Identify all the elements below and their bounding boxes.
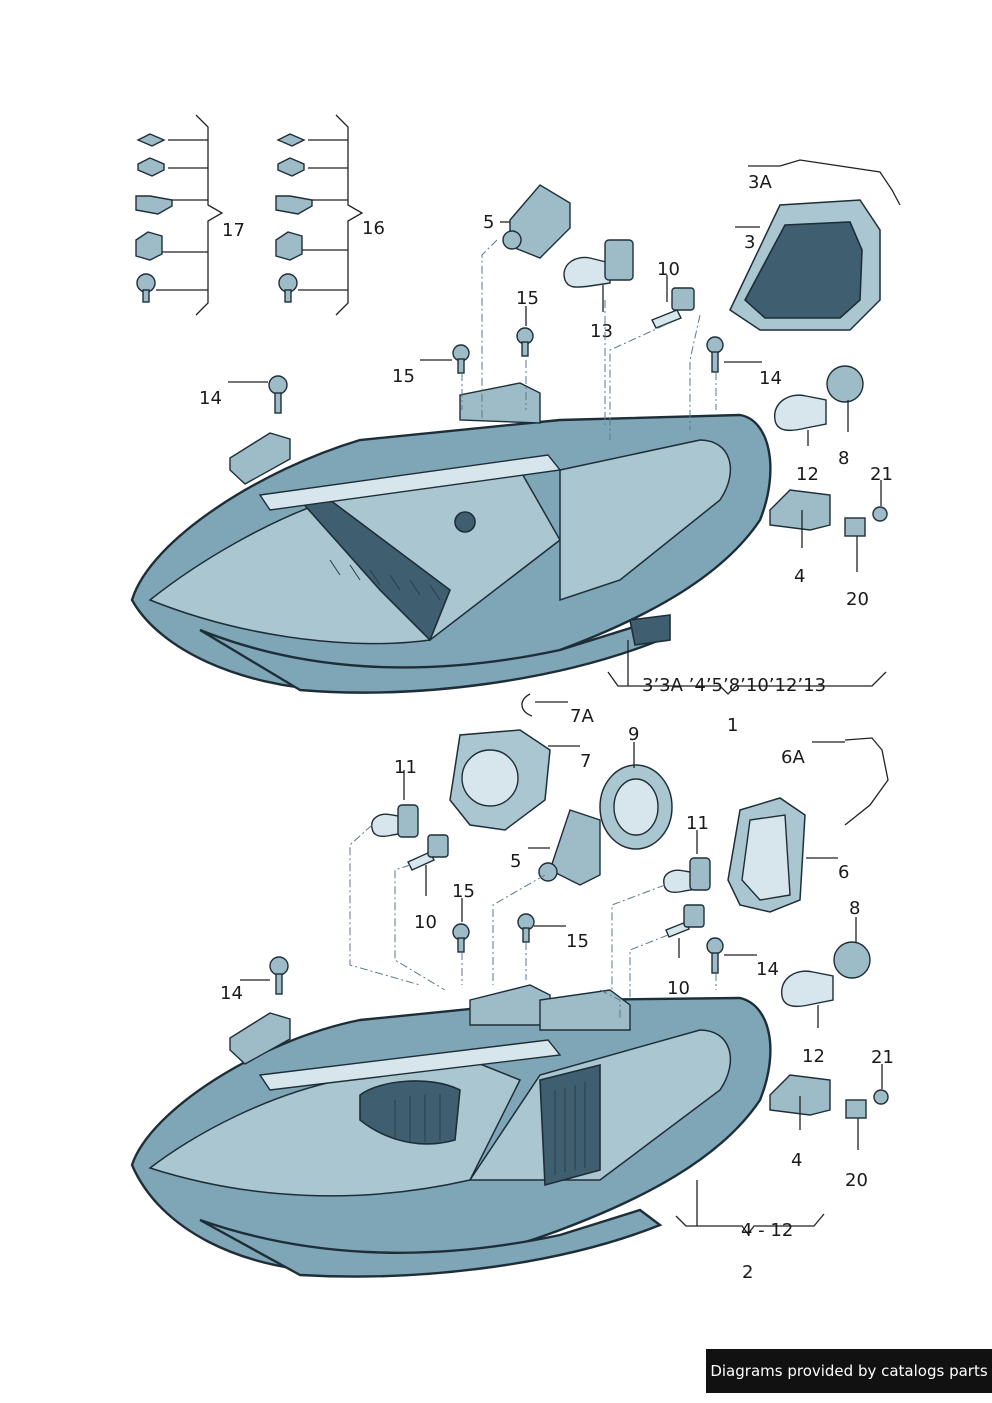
bottom-part-6a-clip[interactable]	[844, 737, 889, 826]
callout-top-12: 12	[796, 464, 819, 485]
callout-2: 2	[742, 1262, 753, 1283]
top-part-14-screw-a[interactable]	[268, 375, 288, 414]
callout-top-5: 5	[483, 212, 494, 233]
fastener-kit-17[interactable]	[135, 114, 224, 316]
callout-assembly1-list: 3’3A ’4’5’8’10’12’13	[642, 675, 826, 696]
top-part-8-bulb-holder[interactable]	[774, 365, 864, 432]
bottom-part-21-screw[interactable]	[873, 1089, 889, 1105]
callout-bot-4: 4	[791, 1150, 802, 1171]
callout-assembly2-list: 4 - 12	[741, 1220, 793, 1241]
callout-top-15b: 15	[392, 366, 415, 387]
bottom-part-9-ring[interactable]	[599, 764, 673, 850]
bottom-part-11-bulb-a[interactable]	[371, 804, 419, 838]
callout-top-4: 4	[794, 566, 805, 587]
top-part-21-screw[interactable]	[872, 506, 888, 522]
callout-bot-7a: 7A	[570, 706, 594, 727]
top-part-3-housing[interactable]	[729, 199, 881, 331]
fastener-kit-16[interactable]	[275, 114, 364, 316]
bottom-part-14-screw-b[interactable]	[706, 937, 724, 974]
callout-top-3: 3	[744, 232, 755, 253]
callout-top-15a: 15	[516, 288, 539, 309]
callout-bot-5: 5	[510, 851, 521, 872]
top-part-15-screw-b[interactable]	[452, 344, 470, 374]
top-part-20-clip[interactable]	[844, 517, 866, 537]
callout-1: 1	[727, 715, 738, 736]
bottom-part-10-sidelight-b[interactable]	[665, 904, 705, 938]
callout-bot-10b: 10	[667, 978, 690, 999]
callout-top-14b: 14	[759, 368, 782, 389]
bottom-part-8-bulb-holder[interactable]	[781, 941, 871, 1008]
callout-bot-9: 9	[628, 724, 639, 745]
callout-bot-15a: 15	[452, 881, 475, 902]
callout-bot-11a: 11	[394, 757, 417, 778]
callout-bot-21: 21	[871, 1047, 894, 1068]
bottom-part-4-bracket[interactable]	[769, 1074, 831, 1116]
top-part-14-screw-b[interactable]	[706, 336, 724, 373]
bottom-part-10-sidelight-a[interactable]	[407, 834, 449, 871]
callout-bot-8: 8	[849, 898, 860, 919]
top-part-5-actuator[interactable]	[502, 184, 571, 259]
callout-bot-14b: 14	[756, 959, 779, 980]
bottom-part-20-clip[interactable]	[845, 1099, 867, 1119]
callout-top-8: 8	[838, 448, 849, 469]
bottom-part-15-screw-b[interactable]	[517, 913, 535, 943]
bottom-part-6-cover[interactable]	[727, 797, 806, 913]
callout-bot-20: 20	[845, 1170, 868, 1191]
top-part-3a-clip[interactable]	[779, 159, 901, 206]
bottom-part-14-screw-a[interactable]	[269, 956, 289, 995]
bottom-part-11-bulb-b[interactable]	[663, 857, 711, 893]
top-part-4-bracket[interactable]	[769, 489, 831, 531]
callout-bot-7: 7	[580, 751, 591, 772]
callout-bot-10a: 10	[414, 912, 437, 933]
bottom-part-5-actuator[interactable]	[538, 809, 601, 886]
callout-bot-6a: 6A	[781, 747, 805, 768]
bottom-part-7a-clip[interactable]	[521, 693, 533, 717]
callout-top-10: 10	[657, 259, 680, 280]
callout-bot-12: 12	[802, 1046, 825, 1067]
callout-top-14a: 14	[199, 388, 222, 409]
callout-16: 16	[362, 218, 385, 239]
callout-bot-14a: 14	[220, 983, 243, 1004]
top-part-15-screw-a[interactable]	[516, 327, 534, 357]
callout-bot-6: 6	[838, 862, 849, 883]
callout-bot-11b: 11	[686, 813, 709, 834]
bottom-part-7-housing[interactable]	[449, 729, 551, 831]
headlight-assembly-1[interactable]	[130, 382, 772, 694]
bottom-part-15-screw-a[interactable]	[452, 923, 470, 953]
footer-credit: Diagrams provided by catalogs parts	[706, 1349, 992, 1393]
callout-top-20: 20	[846, 589, 869, 610]
callout-top-13: 13	[590, 321, 613, 342]
headlight-assembly-2[interactable]	[130, 984, 772, 1278]
callout-top-21: 21	[870, 464, 893, 485]
top-part-13-bulb[interactable]	[563, 239, 634, 288]
callout-bot-15b: 15	[566, 931, 589, 952]
callout-top-3a: 3A	[748, 172, 772, 193]
top-part-10-sidelight[interactable]	[651, 287, 695, 329]
callout-17: 17	[222, 220, 245, 241]
